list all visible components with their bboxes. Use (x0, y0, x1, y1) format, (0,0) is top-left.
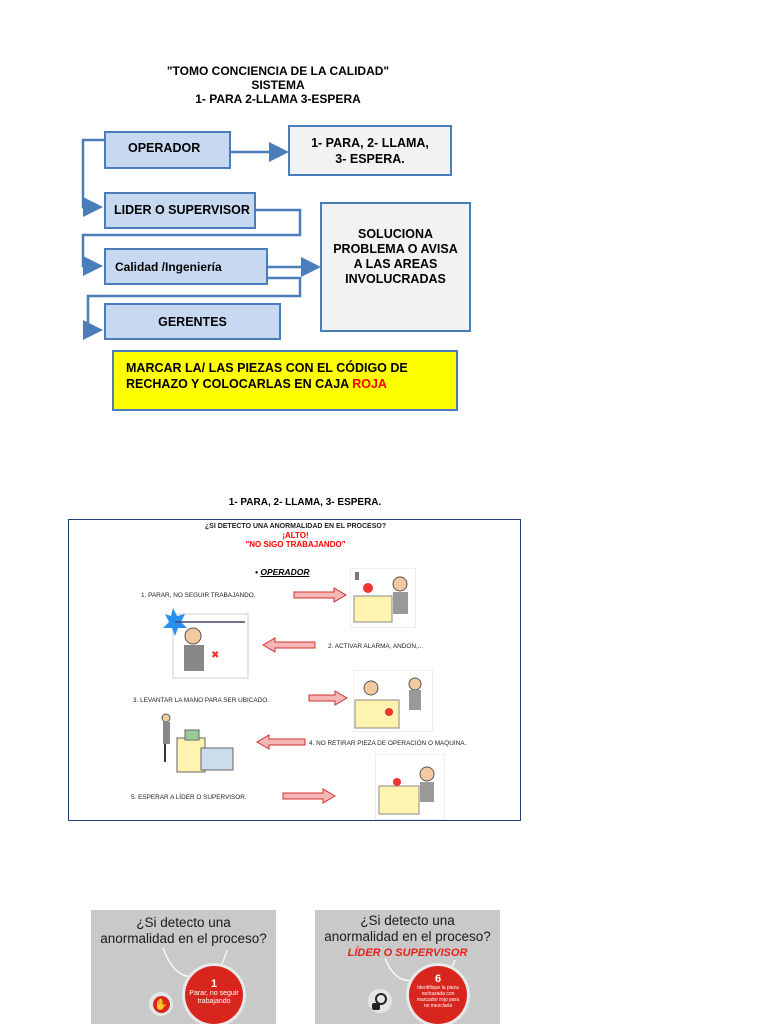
card-2-question: ¿Si detecto una anormalidad en el proces… (315, 913, 500, 945)
note-line-2-text: RECHAZO Y COLOCARLAS EN CAJA (126, 377, 349, 391)
step-5: 5. ESPERAR A LÍDER O SUPERVISOR. (131, 794, 247, 801)
stop-hand-icon: ✋ (152, 995, 170, 1013)
card-1-question-line-2: anormalidad en el proceso? (100, 931, 267, 946)
arrow-operador-lider (81, 138, 104, 217)
card-1-question: ¿Si detecto una anormalidad en el proces… (91, 915, 276, 947)
card-1-hand-icon-wrap: ✋ (149, 992, 173, 1016)
card-2-decor (384, 957, 456, 983)
solution-line-2: PROBLEMA O AVISA (333, 242, 458, 256)
step-4: 4. NO RETIRAR PIEZA DE OPERACIÓN O MAQUI… (309, 740, 467, 747)
card-1-text-line-1: Parar, no seguir (189, 990, 239, 997)
card-2-text-line-2: rechazada con (421, 991, 455, 997)
svg-text:✖: ✖ (211, 650, 219, 661)
result-box: 1- PARA, 2- LLAMA, 3- ESPERA. (288, 125, 452, 176)
illustration-wait-icon (375, 754, 445, 820)
lider-label: LIDER O SUPERVISOR (114, 203, 250, 217)
illustration-machine-icon (157, 710, 237, 782)
operador-label: OPERADOR (128, 141, 201, 155)
card-2-question-line-2: anormalidad en el proceso? (324, 929, 491, 944)
card-supervisor-step-6: ¿Si detecto una anormalidad en el proces… (315, 910, 500, 1024)
solution-box: SOLUCIONA PROBLEMA O AVISA A LAS AREAS I… (320, 202, 471, 332)
card-2-question-line-1: ¿Si detecto una (360, 913, 455, 928)
arrow-step-3 (308, 690, 348, 706)
lider-box: LIDER O SUPERVISOR (104, 192, 256, 229)
card-1-step-circle: 1 Parar, no seguir trabajando (185, 966, 243, 1024)
panel-role-label: OPERADOR (260, 567, 310, 577)
note-line-1: MARCAR LA/ LAS PIEZAS CON EL CÓDIGO DE (126, 361, 408, 375)
panel-question: ¿SI DETECTO UNA ANORMALIDAD EN EL PROCES… (204, 523, 387, 530)
arrow-step-4 (256, 734, 306, 750)
card-2-number: 6 (434, 973, 442, 985)
panel-no-sigo: "NO SIGO TRABAJANDO" (245, 540, 346, 549)
note-line-2: RECHAZO Y COLOCARLAS EN CAJA ROJA (126, 376, 444, 392)
note-red-word: ROJA (352, 377, 387, 391)
result-line-1: 1- PARA, 2- LLAMA, (311, 135, 429, 150)
illustration-stop-icon (350, 568, 416, 628)
calidad-label: Calidad /Ingeniería (115, 260, 222, 274)
step-1: 1. PARAR, NO SEGUIR TRABAJANDO. (141, 592, 256, 599)
section-title: 1- PARA, 2- LLAMA, 3- ESPERA. (228, 497, 382, 508)
page-title: "TOMO CONCIENCIA DE LA CALIDAD" SISTEMA … (150, 64, 406, 106)
step-3: 3. LEVANTAR LA MANO PARA SER UBICADO. (133, 697, 270, 704)
illustration-alarm-icon: ✖ (163, 608, 249, 679)
title-line-3: 1- PARA 2-LLAMA 3-ESPERA (195, 92, 361, 106)
step-2: 2. ACTIVAR ALARMA, ANDON,... (328, 643, 424, 650)
card-2-text-line-3: marcador rojo para (416, 997, 460, 1003)
card-1-number: 1 (210, 978, 218, 990)
card-1-question-line-1: ¿Si detecto una (136, 915, 231, 930)
card-1-decor (162, 947, 228, 979)
gerentes-label: GERENTES (158, 314, 227, 329)
card-2-text-line-4: no mezclarla (423, 1003, 453, 1009)
solution-line-3: A LAS AREAS (353, 257, 438, 271)
arrow-lider-calidad (81, 208, 302, 276)
result-line-2: 3- ESPERA. (335, 151, 405, 166)
arrow-step-1 (293, 587, 347, 603)
gerentes-box: GERENTES (104, 303, 281, 340)
reject-note: MARCAR LA/ LAS PIEZAS CON EL CÓDIGO DE R… (112, 350, 458, 411)
calidad-box: Calidad /Ingeniería (104, 248, 268, 285)
arrow-calidad-gerentes (83, 276, 302, 340)
illustration-raise-hand-icon (353, 670, 433, 732)
card-2-text-line-1: Identifique la pieza (417, 985, 459, 991)
solution-line-1: SOLUCIONA (358, 227, 433, 241)
title-line-2: SISTEMA (251, 78, 305, 92)
operador-box: OPERADOR (104, 131, 231, 169)
title-line-1: "TOMO CONCIENCIA DE LA CALIDAD" (166, 64, 390, 78)
arrow-step-5 (282, 788, 336, 804)
step-arrows (256, 587, 348, 804)
panel-alto: ¡ALTO! (282, 531, 309, 540)
card-2-step-circle: 6 Identifique la pieza rechazada con mar… (409, 966, 467, 1024)
magnifier-icon (368, 989, 392, 1013)
solution-line-4: INVOLUCRADAS (345, 272, 446, 286)
operator-steps-panel: ¿SI DETECTO UNA ANORMALIDAD EN EL PROCES… (68, 519, 521, 821)
card-1-text-line-2: trabajando (197, 998, 231, 1005)
arrow-step-2 (262, 637, 316, 653)
card-operator-step-1: ¿Si detecto una anormalidad en el proces… (91, 910, 276, 1024)
panel-role: • OPERADOR (255, 567, 310, 577)
card-2-role: LÍDER O SUPERVISOR (347, 947, 468, 959)
